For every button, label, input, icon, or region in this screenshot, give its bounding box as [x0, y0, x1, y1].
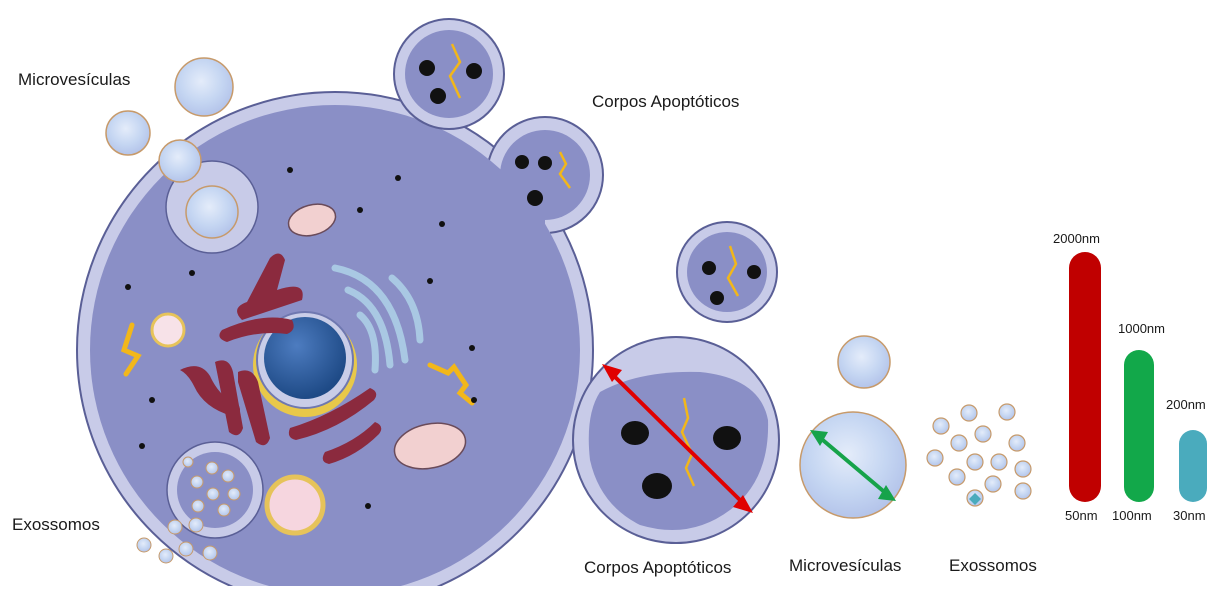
scale-max-label-3: 200nm [1166, 398, 1206, 411]
main-cell [77, 92, 603, 586]
exosomes-cluster [927, 404, 1031, 506]
label-corpos-apoptoticos-bottom: Corpos Apoptóticos [584, 559, 731, 576]
scale-max-label-2: 1000nm [1118, 322, 1165, 335]
scale-bar-1 [1069, 252, 1101, 502]
apoptotic-body-small [677, 222, 777, 322]
apoptotic-body-large [573, 337, 779, 543]
label-exossomos-bottom: Exossomos [949, 557, 1037, 574]
scale-max-label-1: 2000nm [1053, 232, 1100, 245]
lysosome [152, 314, 184, 346]
label-corpos-apoptoticos-top: Corpos Apoptóticos [592, 93, 739, 110]
label-exossomos-left: Exossomos [12, 516, 100, 533]
scale-min-label-2: 100nm [1112, 509, 1152, 522]
microvesicle-small [838, 336, 890, 388]
vacuole [267, 477, 323, 533]
scale-min-label-1: 50nm [1065, 509, 1098, 522]
budding-microvesicle [186, 186, 238, 238]
scale-bar-2 [1124, 350, 1154, 502]
label-microvesiculas-top: Microvesículas [18, 71, 130, 88]
scale-min-label-3: 30nm [1173, 509, 1206, 522]
scale-bar-3 [1179, 430, 1207, 502]
apoptotic-body-top [394, 19, 504, 129]
size-scale [1069, 252, 1207, 502]
label-microvesiculas-bottom: Microvesículas [789, 557, 901, 574]
microvesicle-large [800, 412, 906, 518]
